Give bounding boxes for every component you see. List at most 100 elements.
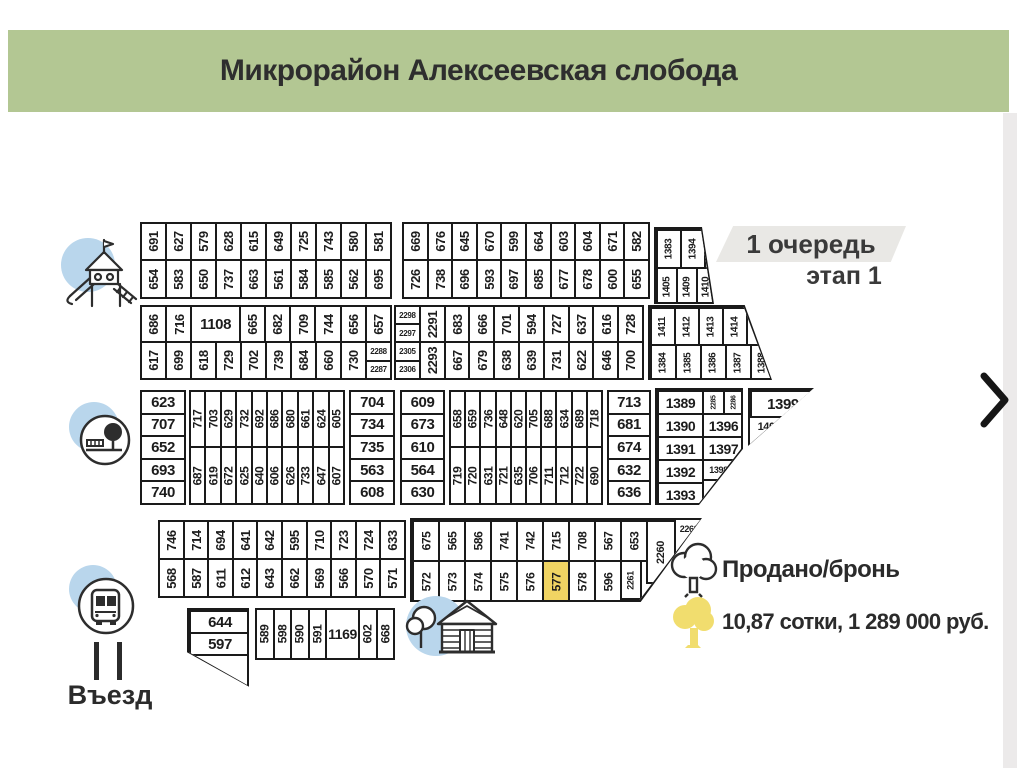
plot-566[interactable]: 566 — [330, 560, 355, 596]
plot-718[interactable]: 718 — [585, 392, 601, 447]
plot-737[interactable]: 737 — [215, 261, 240, 297]
plot-620[interactable]: 620 — [509, 392, 525, 447]
plot-724[interactable]: 724 — [354, 522, 380, 558]
plot-561[interactable]: 561 — [265, 261, 290, 297]
plot-615[interactable]: 615 — [240, 224, 265, 260]
plot-633[interactable]: 633 — [379, 522, 404, 558]
plot-625[interactable]: 625 — [235, 448, 251, 503]
plot-723[interactable]: 723 — [330, 522, 355, 558]
plot-661[interactable]: 661 — [296, 392, 312, 447]
plot-690[interactable]: 690 — [585, 448, 601, 503]
plot-696[interactable]: 696 — [451, 261, 476, 297]
plot-678[interactable]: 678 — [574, 261, 599, 297]
plot-641[interactable]: 641 — [231, 522, 257, 558]
plot-1169[interactable]: 1169 — [325, 610, 358, 658]
plot-664[interactable]: 664 — [524, 224, 550, 260]
plot-580[interactable]: 580 — [340, 224, 365, 260]
plot-733[interactable]: 733 — [296, 448, 312, 503]
plot-1400[interactable]: 1400 — [757, 420, 781, 433]
plot-729[interactable]: 729 — [215, 343, 240, 378]
plot-630[interactable]: 630 — [410, 484, 435, 502]
plot-689[interactable]: 689 — [570, 392, 586, 447]
plot-707[interactable]: 707 — [151, 416, 175, 434]
plot-567[interactable]: 567 — [594, 520, 622, 562]
plot-681[interactable]: 681 — [617, 416, 641, 434]
plot-2291[interactable]: 2291 — [418, 307, 444, 342]
plot-686[interactable]: 686 — [266, 392, 281, 447]
plot-1414[interactable]: 1414 — [722, 307, 748, 346]
plot-743[interactable]: 743 — [315, 224, 340, 260]
plot-2293[interactable]: 2293 — [418, 343, 444, 378]
plot-677[interactable]: 677 — [549, 261, 575, 297]
plot-720[interactable]: 720 — [464, 448, 479, 503]
plot-726[interactable]: 726 — [407, 268, 423, 290]
plot-570[interactable]: 570 — [354, 560, 380, 596]
plot-1405[interactable]: 1405 — [656, 267, 678, 302]
plot-563[interactable]: 563 — [360, 461, 384, 479]
plot-596[interactable]: 596 — [594, 560, 622, 600]
plot-1390[interactable]: 1390 — [657, 413, 704, 438]
plot-581[interactable]: 581 — [365, 224, 390, 260]
plot-680[interactable]: 680 — [281, 392, 297, 447]
plot-597[interactable]: 597 — [189, 632, 247, 656]
plot-562[interactable]: 562 — [340, 261, 365, 297]
plot-569[interactable]: 569 — [305, 560, 331, 596]
plot-706[interactable]: 706 — [525, 448, 540, 503]
plot-644[interactable]: 644 — [189, 610, 247, 634]
plot-579[interactable]: 579 — [190, 224, 215, 260]
plot-655[interactable]: 655 — [623, 261, 648, 297]
plot-583[interactable]: 583 — [165, 261, 190, 297]
plot-688[interactable]: 688 — [540, 392, 555, 447]
plot-594[interactable]: 594 — [517, 307, 543, 342]
plot-643[interactable]: 643 — [256, 560, 281, 596]
plot-637[interactable]: 637 — [567, 307, 593, 342]
plot-697[interactable]: 697 — [500, 261, 525, 297]
plot-701[interactable]: 701 — [493, 307, 518, 342]
plot-1385[interactable]: 1385 — [675, 344, 702, 378]
plot-693[interactable]: 693 — [151, 461, 175, 479]
plot-650[interactable]: 650 — [190, 261, 215, 297]
plot-692[interactable]: 692 — [250, 392, 266, 447]
plot-593[interactable]: 593 — [475, 261, 501, 297]
plot-653[interactable]: 653 — [620, 520, 648, 562]
plot-616[interactable]: 616 — [592, 307, 617, 342]
plot-578[interactable]: 578 — [568, 560, 596, 600]
plot-683[interactable]: 683 — [443, 307, 469, 342]
plot-1386[interactable]: 1386 — [700, 344, 727, 378]
plot-744[interactable]: 744 — [314, 307, 339, 342]
plot-695[interactable]: 695 — [365, 261, 390, 297]
plot-628[interactable]: 628 — [215, 224, 240, 260]
plot-635[interactable]: 635 — [509, 448, 525, 503]
plot-1413[interactable]: 1413 — [698, 307, 724, 346]
plot-730[interactable]: 730 — [340, 343, 365, 378]
plot-658[interactable]: 658 — [451, 409, 465, 429]
plot-714[interactable]: 714 — [182, 522, 208, 558]
plot-1383[interactable]: 1383 — [656, 229, 682, 269]
plot-564[interactable]: 564 — [410, 461, 435, 479]
plot-571[interactable]: 571 — [379, 560, 404, 596]
plot-712[interactable]: 712 — [555, 448, 571, 503]
plot-1108[interactable]: 1108 — [190, 307, 238, 342]
plot-623[interactable]: 623 — [151, 393, 175, 411]
plot-618[interactable]: 618 — [190, 343, 215, 378]
plot-736[interactable]: 736 — [479, 392, 495, 447]
plot-1384[interactable]: 1384 — [650, 344, 677, 378]
plot-606[interactable]: 606 — [266, 448, 281, 503]
plot-735[interactable]: 735 — [360, 438, 384, 456]
plot-575[interactable]: 575 — [490, 560, 518, 600]
plot-627[interactable]: 627 — [165, 224, 190, 260]
plot-636[interactable]: 636 — [617, 484, 641, 502]
plot-709[interactable]: 709 — [289, 307, 314, 342]
plot-626[interactable]: 626 — [281, 448, 297, 503]
plot-642[interactable]: 642 — [256, 522, 281, 558]
plot-1394[interactable]: 1394 — [680, 229, 706, 269]
plot-619[interactable]: 619 — [204, 448, 220, 503]
plot-2262[interactable]: 2262 — [679, 523, 699, 534]
plot-586[interactable]: 586 — [464, 520, 492, 562]
plot-710[interactable]: 710 — [305, 522, 331, 558]
plot-582[interactable]: 582 — [623, 224, 648, 260]
plot-717[interactable]: 717 — [191, 409, 205, 429]
plot-699[interactable]: 699 — [165, 343, 190, 378]
